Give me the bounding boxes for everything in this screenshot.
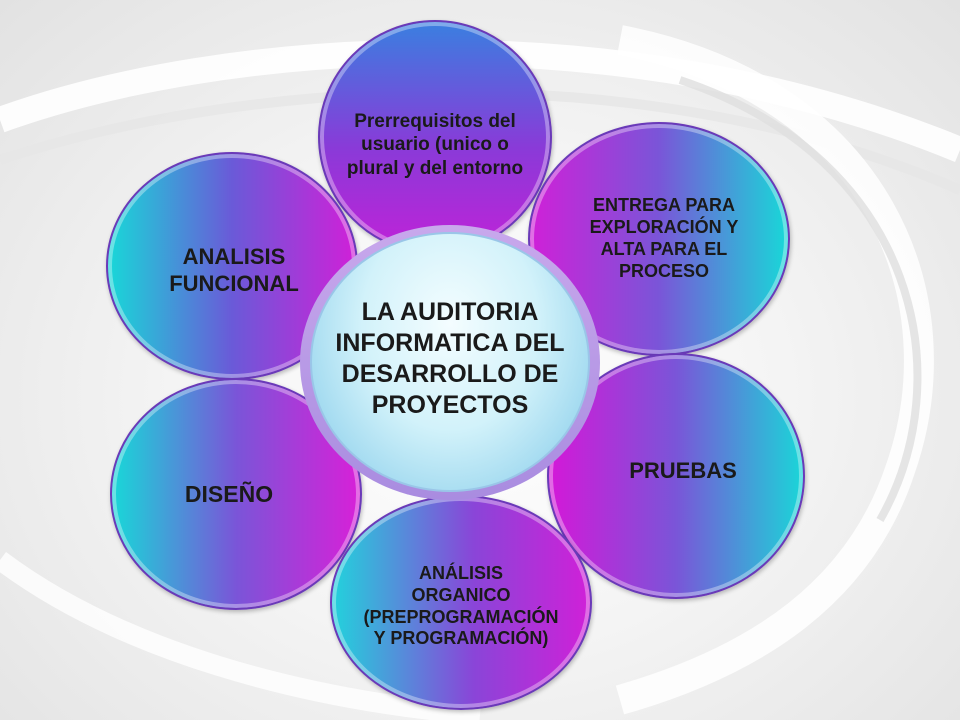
center-title-line: INFORMATICA DEL bbox=[335, 328, 565, 357]
node-label: ENTREGA PARA EXPLORACIÓN Y ALTA PARA EL … bbox=[590, 195, 739, 283]
node-label-line: PROCESO bbox=[618, 260, 709, 281]
node-label-line: ENTREGA PARA bbox=[592, 195, 735, 216]
node-label-line: ALTA PARA EL bbox=[600, 239, 728, 259]
node-label-line: usuario (unico o bbox=[361, 134, 509, 156]
node-label: DISEÑO bbox=[185, 480, 273, 508]
node-label-line: ANALISIS bbox=[182, 244, 286, 270]
node-label-line: DISEÑO bbox=[184, 480, 274, 507]
node-label: Prerrequisitos del usuario (unico o plur… bbox=[347, 110, 523, 180]
node-label-line: ORGANICO bbox=[411, 584, 511, 605]
node-label: PRUEBAS bbox=[629, 458, 737, 485]
node-label-line: Prerrequisitos del bbox=[354, 111, 516, 133]
center-title-line: LA AUDITORIA bbox=[361, 297, 539, 326]
node-label: ANÁLISIS ORGANICO (PREPROGRAMACIÓN Y PRO… bbox=[363, 563, 558, 651]
node-label: ANALISIS FUNCIONAL bbox=[169, 244, 299, 298]
node-label-line: FUNCIONAL bbox=[169, 271, 299, 296]
center-title-line: DESARROLLO DE bbox=[341, 360, 559, 388]
center-hub: LA AUDITORIA INFORMATICA DEL DESARROLLO … bbox=[310, 232, 590, 492]
node-label-line: PRUEBAS bbox=[629, 457, 737, 483]
node-analisis-organico: ANÁLISIS ORGANICO (PREPROGRAMACIÓN Y PRO… bbox=[330, 495, 592, 710]
node-label-line: (PREPROGRAMACIÓN bbox=[363, 606, 559, 627]
center-title: LA AUDITORIA INFORMATICA DEL DESARROLLO … bbox=[335, 297, 564, 422]
node-label-line: Y PROGRAMACIÓN) bbox=[373, 628, 549, 649]
node-label-line: EXPLORACIÓN Y bbox=[589, 217, 739, 238]
node-label-line: ANÁLISIS bbox=[418, 562, 503, 583]
center-title-line: PROYECTOS bbox=[371, 391, 529, 420]
node-analisis-funcional: ANALISIS FUNCIONAL bbox=[106, 152, 358, 380]
node-entrega-exploracion: ENTREGA PARA EXPLORACIÓN Y ALTA PARA EL … bbox=[528, 122, 790, 356]
node-label-line: plural y del entorno bbox=[346, 157, 524, 179]
node-prerrequisitos: Prerrequisitos del usuario (unico o plur… bbox=[318, 20, 552, 254]
